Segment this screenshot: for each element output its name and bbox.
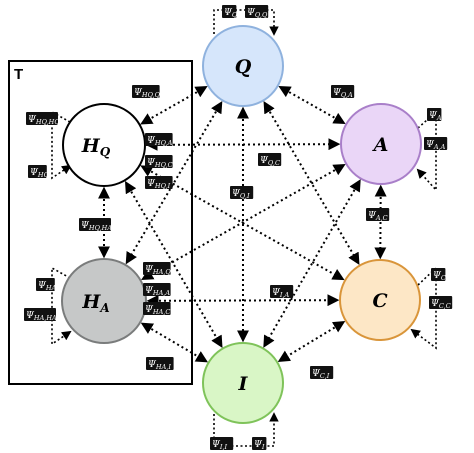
param-tag-ac: ΨA,C [366, 208, 390, 222]
group-box-label: T [14, 66, 23, 83]
param-tag-hai: ΨHA,I [146, 357, 174, 371]
svg-text:ΨQ,C: ΨQ,C [260, 156, 280, 167]
self-loop-q [213, 9, 279, 36]
edge-a-i [263, 179, 361, 348]
svg-text:ΨHA,A: ΨHA,A [145, 286, 170, 297]
svg-text:ΨHQ,A: ΨHQ,A [147, 136, 173, 147]
param-tag-hqq: ΨHQ,Q [132, 85, 161, 99]
svg-text:ΨC,I: ΨC,I [312, 369, 330, 380]
param-tag-ia: ΨI,A [270, 285, 294, 299]
svg-text:ΨC,C: ΨC,C [431, 299, 451, 310]
param-tag-hac: ΨHA,C [143, 302, 171, 316]
svg-text:ΨC: ΨC [433, 271, 446, 282]
node-label-q: Q [235, 56, 252, 78]
svg-text:ΨHQ,Q: ΨHQ,Q [134, 88, 161, 99]
self-loop-a [416, 110, 437, 193]
svg-text:ΨHQ,I: ΨHQ,I [147, 179, 171, 190]
param-tag-hq: ΨHQ [28, 165, 50, 179]
svg-text:ΨHQ,C: ΨHQ,C [147, 158, 173, 169]
param-tag-qa: ΨQ,A [331, 85, 355, 99]
param-tag-hqa: ΨHQ,A [145, 133, 173, 147]
svg-text:ΨHQ,HA: ΨHQ,HA [81, 221, 112, 232]
param-tag-q_top: ΨQ [222, 5, 238, 19]
svg-text:ΨI,I: ΨI,I [212, 440, 228, 451]
param-tag-ha: ΨHA [36, 278, 57, 292]
svg-text:ΨA,C: ΨA,C [368, 211, 388, 222]
svg-text:ΨA,A: ΨA,A [426, 140, 446, 151]
param-tag-cc: ΨC,C [429, 296, 453, 310]
edge-hq-a [145, 138, 341, 151]
edge-a-ha [141, 164, 346, 280]
svg-text:ΨHA,I: ΨHA,I [148, 360, 171, 371]
self-loop-i [213, 412, 279, 447]
svg-text:ΨQ,I: ΨQ,I [232, 189, 250, 200]
param-tag-aa: ΨA,A [424, 137, 448, 151]
param-tag-hqc: ΨHQ,C [145, 155, 173, 169]
node-ha: HA [61, 258, 147, 344]
node-hq: HQ [62, 103, 146, 187]
node-a: A [340, 103, 422, 185]
node-q: Q [202, 25, 284, 107]
self-loop-ha [51, 266, 72, 346]
node-i: I [202, 342, 284, 424]
svg-text:ΨQ,A: ΨQ,A [333, 88, 353, 99]
edge-ha-c [146, 294, 340, 307]
edge-q-c [263, 101, 360, 265]
self-loop-hq [51, 110, 72, 180]
svg-text:ΨHA: ΨHA [38, 281, 57, 292]
param-tag-ci: ΨC,I [310, 366, 334, 380]
param-tag-qi: ΨQ,I [230, 186, 254, 200]
node-label-c: C [372, 290, 387, 312]
param-tag-haa: ΨHA,A [143, 283, 171, 297]
edges [98, 85, 387, 363]
node-label-a: A [372, 134, 389, 156]
svg-text:ΨQ: ΨQ [224, 8, 238, 19]
param-tag-ii: ΨI,I [210, 437, 234, 451]
svg-text:ΨQ,Q: ΨQ,Q [247, 8, 268, 19]
param-tag-hqhq: ΨHQ,HQ [26, 112, 60, 126]
svg-text:ΨHA,C: ΨHA,C [145, 305, 170, 316]
edge-ha-i [140, 322, 209, 363]
edge-q-ha [125, 100, 223, 265]
svg-text:ΨHQ,HQ: ΨHQ,HQ [28, 115, 60, 126]
param-tag-haq: ΨHA,Q [143, 262, 171, 276]
edge-c-i [277, 321, 346, 362]
param-tag-c: ΨC [431, 268, 446, 282]
param-tag-qc: ΨQ,C [258, 153, 282, 167]
param-tag-qq: ΨQ,Q [245, 5, 269, 19]
svg-text:ΨHA,Q: ΨHA,Q [145, 265, 171, 276]
param-tag-hqi: ΨHQ,I [145, 176, 173, 190]
svg-text:ΨHQ: ΨHQ [30, 168, 50, 179]
node-c: C [339, 259, 421, 341]
svg-text:ΨA: ΨA [429, 111, 442, 122]
param-tag-a: ΨA [427, 108, 442, 122]
param-tag-haha: ΨHA,HA [24, 308, 57, 322]
svg-text:ΨI: ΨI [254, 440, 265, 451]
node-label-i: I [238, 373, 249, 395]
svg-text:ΨHA,HA: ΨHA,HA [26, 311, 57, 322]
svg-text:ΨI,A: ΨI,A [272, 288, 290, 299]
param-tag-hqha: ΨHQ,HA [79, 218, 112, 232]
param-tag-i: ΨI [252, 437, 267, 451]
